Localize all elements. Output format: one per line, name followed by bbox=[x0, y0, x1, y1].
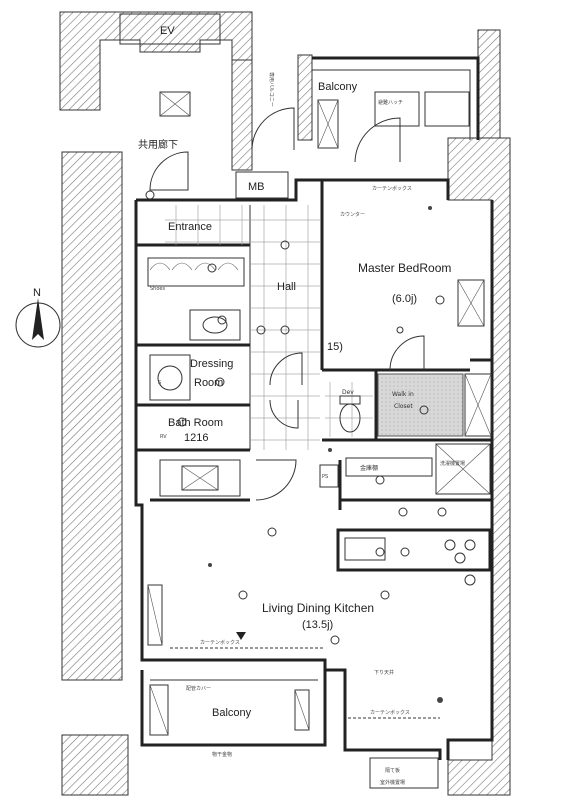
curtain-box-mid-note: カーテンボックス bbox=[200, 639, 240, 646]
ps-label: PS bbox=[322, 474, 328, 480]
ev-label: EV bbox=[160, 25, 175, 37]
common-corridor-label: 共用廊下 bbox=[138, 138, 178, 151]
master-bedroom-size: (6.0j) bbox=[392, 293, 417, 305]
structural-hatching bbox=[59, 11, 511, 796]
outdoor-unit-note: 室外機置場 bbox=[380, 779, 405, 786]
washer-pan-note: 洗濯機置場 bbox=[440, 460, 465, 467]
walk-in-closet-fill bbox=[377, 373, 464, 437]
storage-note: 物干金物 bbox=[212, 751, 232, 758]
curtain-box-bottom-note: カーテンボックス bbox=[370, 709, 410, 716]
shoes-label: Shoes bbox=[150, 286, 165, 292]
ceiling-lights bbox=[145, 190, 476, 703]
balcony-top-label: Balcony bbox=[318, 81, 358, 93]
dev-label: Dev bbox=[342, 389, 354, 396]
entrance-label: Entrance bbox=[168, 221, 212, 233]
balcony-bottom-label: Balcony bbox=[212, 707, 252, 719]
private-balcony-note: 専用バルコニー bbox=[268, 72, 275, 107]
dressing-room-label-1: Dressing bbox=[190, 358, 233, 370]
room-labels: Balcony 共用廊下 MB Entrance Hall Master Bed… bbox=[138, 81, 451, 719]
walk-in-closet-label-2: Closet bbox=[394, 403, 413, 410]
north-compass: N bbox=[15, 287, 61, 348]
closet-side-cabinet bbox=[464, 373, 492, 437]
pipe-cover-note: 配管カバー bbox=[186, 685, 211, 692]
mb-label: MB bbox=[248, 181, 265, 193]
annotations: カウンター カーテンボックス カーテンボックス カーテンボックス 配管カバー 物… bbox=[186, 72, 465, 786]
elevator: EV bbox=[119, 13, 221, 45]
hall-tile-floor bbox=[250, 205, 320, 450]
doors bbox=[149, 107, 425, 501]
ldk-label: Living Dining Kitchen bbox=[262, 601, 374, 615]
fixtures bbox=[147, 91, 491, 789]
partition-note: 隔て板 bbox=[385, 767, 400, 774]
evacuation-hatch-note: 避難ハッチ bbox=[378, 99, 403, 106]
safe-shelf-note: 金庫棚 bbox=[360, 464, 378, 472]
ceiling-note: 下り天井 bbox=[374, 669, 394, 676]
rv-label: RV bbox=[160, 434, 167, 440]
bath-room-label-1: Bath Room bbox=[168, 417, 223, 429]
toilet-tile-floor bbox=[325, 382, 373, 437]
walls bbox=[134, 56, 494, 760]
ldk-size: (13.5j) bbox=[302, 619, 333, 631]
entrance-tile-floor bbox=[165, 205, 250, 245]
bath-room-label-2: 1216 bbox=[184, 432, 208, 444]
master-bedroom-label: Master BedRoom bbox=[358, 261, 451, 275]
curtain-box-top-note: カーテンボックス bbox=[372, 185, 412, 192]
walk-in-closet-label-1: Walk in bbox=[392, 391, 414, 398]
hall-label: Hall bbox=[277, 281, 296, 293]
north-label: N bbox=[33, 287, 41, 299]
counter-note: カウンター bbox=[340, 211, 365, 218]
ceiling-height-mark: 15) bbox=[327, 341, 343, 353]
sink-label: S bbox=[158, 380, 161, 386]
dressing-room-label-2: Room bbox=[194, 377, 223, 389]
